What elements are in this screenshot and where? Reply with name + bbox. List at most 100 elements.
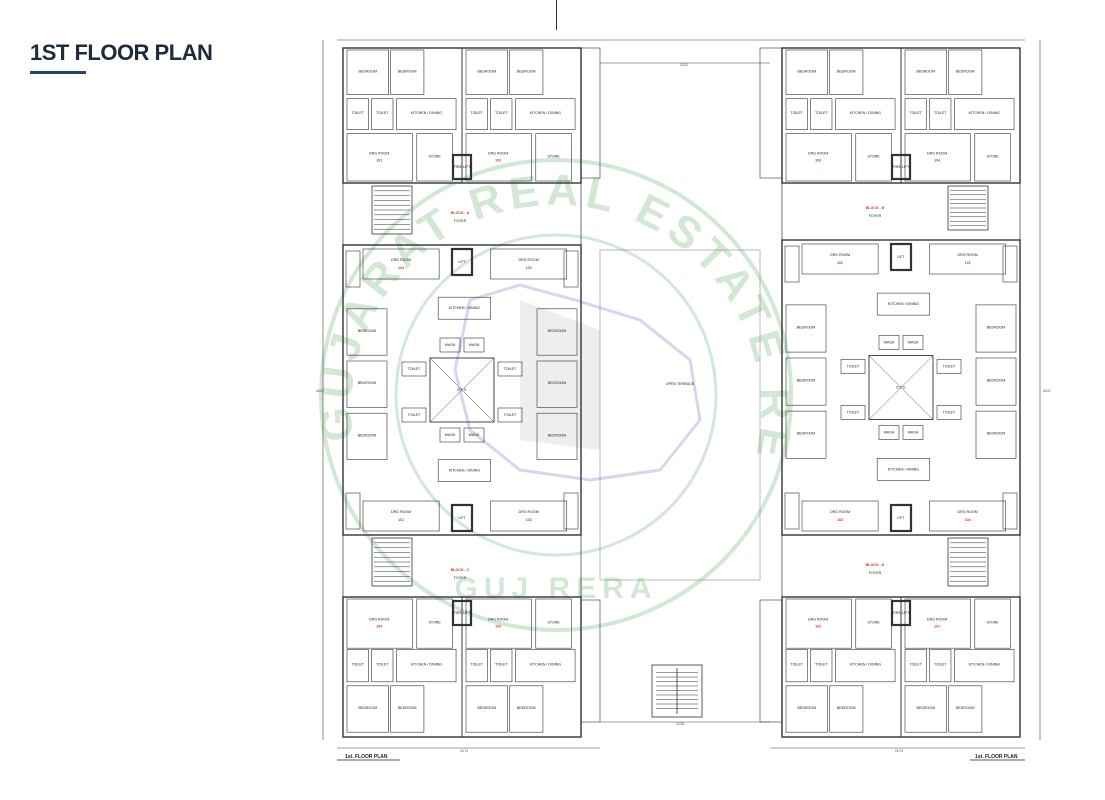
drg-room-label: DRG ROOM <box>830 253 850 257</box>
watermark-bottom-text: GUJ RERA <box>454 572 657 605</box>
block-a-label: BLOCK - A <box>451 211 470 215</box>
bedroom-label: BEDROOM <box>548 381 567 385</box>
kitchen-label: KITCHEN / DINING <box>530 663 562 667</box>
wash-label: WASH <box>469 343 480 347</box>
left-core-lift-bottom <box>450 503 474 533</box>
wash-label: WASH <box>445 433 456 437</box>
bedroom-label: BEDROOM <box>478 706 497 710</box>
right-top-stair <box>947 185 989 231</box>
unit-number: 102 <box>815 625 821 629</box>
block-d-label: BLOCK - D <box>866 563 885 567</box>
bottom-staircase <box>651 664 703 718</box>
dim-bottom-right: 15.74 <box>895 749 903 753</box>
toilet-label: TOILET <box>790 663 803 667</box>
block-a-foyer: FOYER <box>454 219 467 223</box>
dim-right: 40.57 <box>1043 389 1051 393</box>
left-bottom-stair <box>371 537 413 587</box>
drg-room-label: DRG ROOM <box>830 510 850 514</box>
toilet-label: TOILET <box>376 111 389 115</box>
store-label: STORE <box>428 154 441 158</box>
bedroom-label: BEDROOM <box>987 326 1006 330</box>
drg-room-label: DRG ROOM <box>391 510 411 514</box>
left-connector <box>580 47 601 179</box>
kitchen-label: KITCHEN / DINING <box>888 302 920 306</box>
title-underline <box>30 71 86 74</box>
bedroom-label: BEDROOM <box>797 326 816 330</box>
left-bottom-band-lift-label: FIRE LIFT <box>454 611 471 615</box>
unit-number: 101 <box>965 261 971 265</box>
bedroom-label: BEDROOM <box>797 379 816 383</box>
toilet-label: TOILET <box>504 413 517 417</box>
bedroom-label: BEDROOM <box>398 69 417 73</box>
drg-room-label: DRG ROOM <box>927 618 947 622</box>
drg-room-label: DRG ROOM <box>488 151 508 155</box>
bedroom-label: BEDROOM <box>956 69 975 73</box>
block-b-label: BLOCK - B <box>866 206 885 210</box>
bedroom-label: BEDROOM <box>548 329 567 333</box>
right-core-ots <box>868 355 934 420</box>
store-label: STORE <box>867 621 880 625</box>
kitchen-label: KITCHEN / DINING <box>969 663 1001 667</box>
bedroom-label: BEDROOM <box>917 69 936 73</box>
toilet-label: TOILET <box>943 411 956 415</box>
wash-label: WASH <box>884 341 895 345</box>
right-bottom-stair <box>947 537 989 587</box>
store-label: STORE <box>428 621 441 625</box>
toilet-label: TOILET <box>495 663 508 667</box>
left-bottom-band: BEDROOM BEDROOM TOILET TOILET KITCHEN / DINI… <box>342 596 582 738</box>
drg-room-label: DRG ROOM <box>958 253 978 257</box>
left-top-band-flat-101: BEDROOM BEDROOM TOILET TOILET KITCHEN / DINI… <box>342 47 463 184</box>
bedroom-label: BEDROOM <box>358 433 377 437</box>
drg-room-label: DRG ROOM <box>927 151 947 155</box>
unit-number: 104 <box>934 158 940 162</box>
drg-room-label: DRG ROOM <box>391 258 411 262</box>
unit-number: 102 <box>526 518 532 522</box>
unit-number: 103 <box>815 158 821 162</box>
bedroom-label: BEDROOM <box>517 706 536 710</box>
toilet-label: TOILET <box>470 663 483 667</box>
drg-room-label: DRG ROOM <box>808 151 828 155</box>
toilet-label: TOILET <box>909 111 922 115</box>
wash-label: WASH <box>908 341 919 345</box>
toilet-label: TOILET <box>847 411 860 415</box>
kitchen-label: KITCHEN / DINING <box>969 111 1001 115</box>
block-c-label: BLOCK - C <box>451 568 470 572</box>
footer-left-label: 1st. FLOOR PLAN <box>345 754 388 760</box>
drg-room-label: DRG ROOM <box>519 258 539 262</box>
right-top-band: BEDROOM BEDROOM TOILET TOILET KITCHEN / DINI… <box>781 47 1021 184</box>
left-core-lift-label: LIFT <box>458 516 466 520</box>
right-top-band-lift-label: FIRE LIFT <box>893 165 910 169</box>
kitchen-label: KITCHEN / DINING <box>411 111 443 115</box>
left-top-band-lift <box>451 153 473 181</box>
right-core-lift-label: LIFT <box>897 516 905 520</box>
left-bottom-band-lift <box>451 599 473 627</box>
bedroom-label: BEDROOM <box>478 69 497 73</box>
kitchen-label: KITCHEN / DINING <box>850 663 882 667</box>
kitchen-label: KITCHEN / DINING <box>530 111 562 115</box>
dim-bottom-left: 15.74 <box>460 749 468 753</box>
kitchen-label: KITCHEN / DINING <box>850 111 882 115</box>
toilet-label: TOILET <box>934 663 947 667</box>
central-open-terrace <box>599 249 761 581</box>
bedroom-label: BEDROOM <box>359 69 378 73</box>
unit-number: 103 <box>495 625 501 629</box>
store-label: STORE <box>986 621 999 625</box>
top-reference-line <box>556 0 557 30</box>
toilet-label: TOILET <box>815 663 828 667</box>
bedroom-label: BEDROOM <box>548 433 567 437</box>
building-wings: BEDROOM BEDROOM TOILET TOILET KITCHEN / DINI… <box>342 47 1021 738</box>
left-top-band-lift-label: FIRE LIFT <box>454 165 471 169</box>
toilet-label: TOILET <box>351 111 364 115</box>
toilet-label: TOILET <box>408 367 421 371</box>
store-label: STORE <box>547 154 560 158</box>
unit-number: 101 <box>934 625 940 629</box>
store-label: STORE <box>547 621 560 625</box>
unit-number: 104 <box>376 625 382 629</box>
toilet-label: TOILET <box>934 111 947 115</box>
wash-label: WASH <box>445 343 456 347</box>
